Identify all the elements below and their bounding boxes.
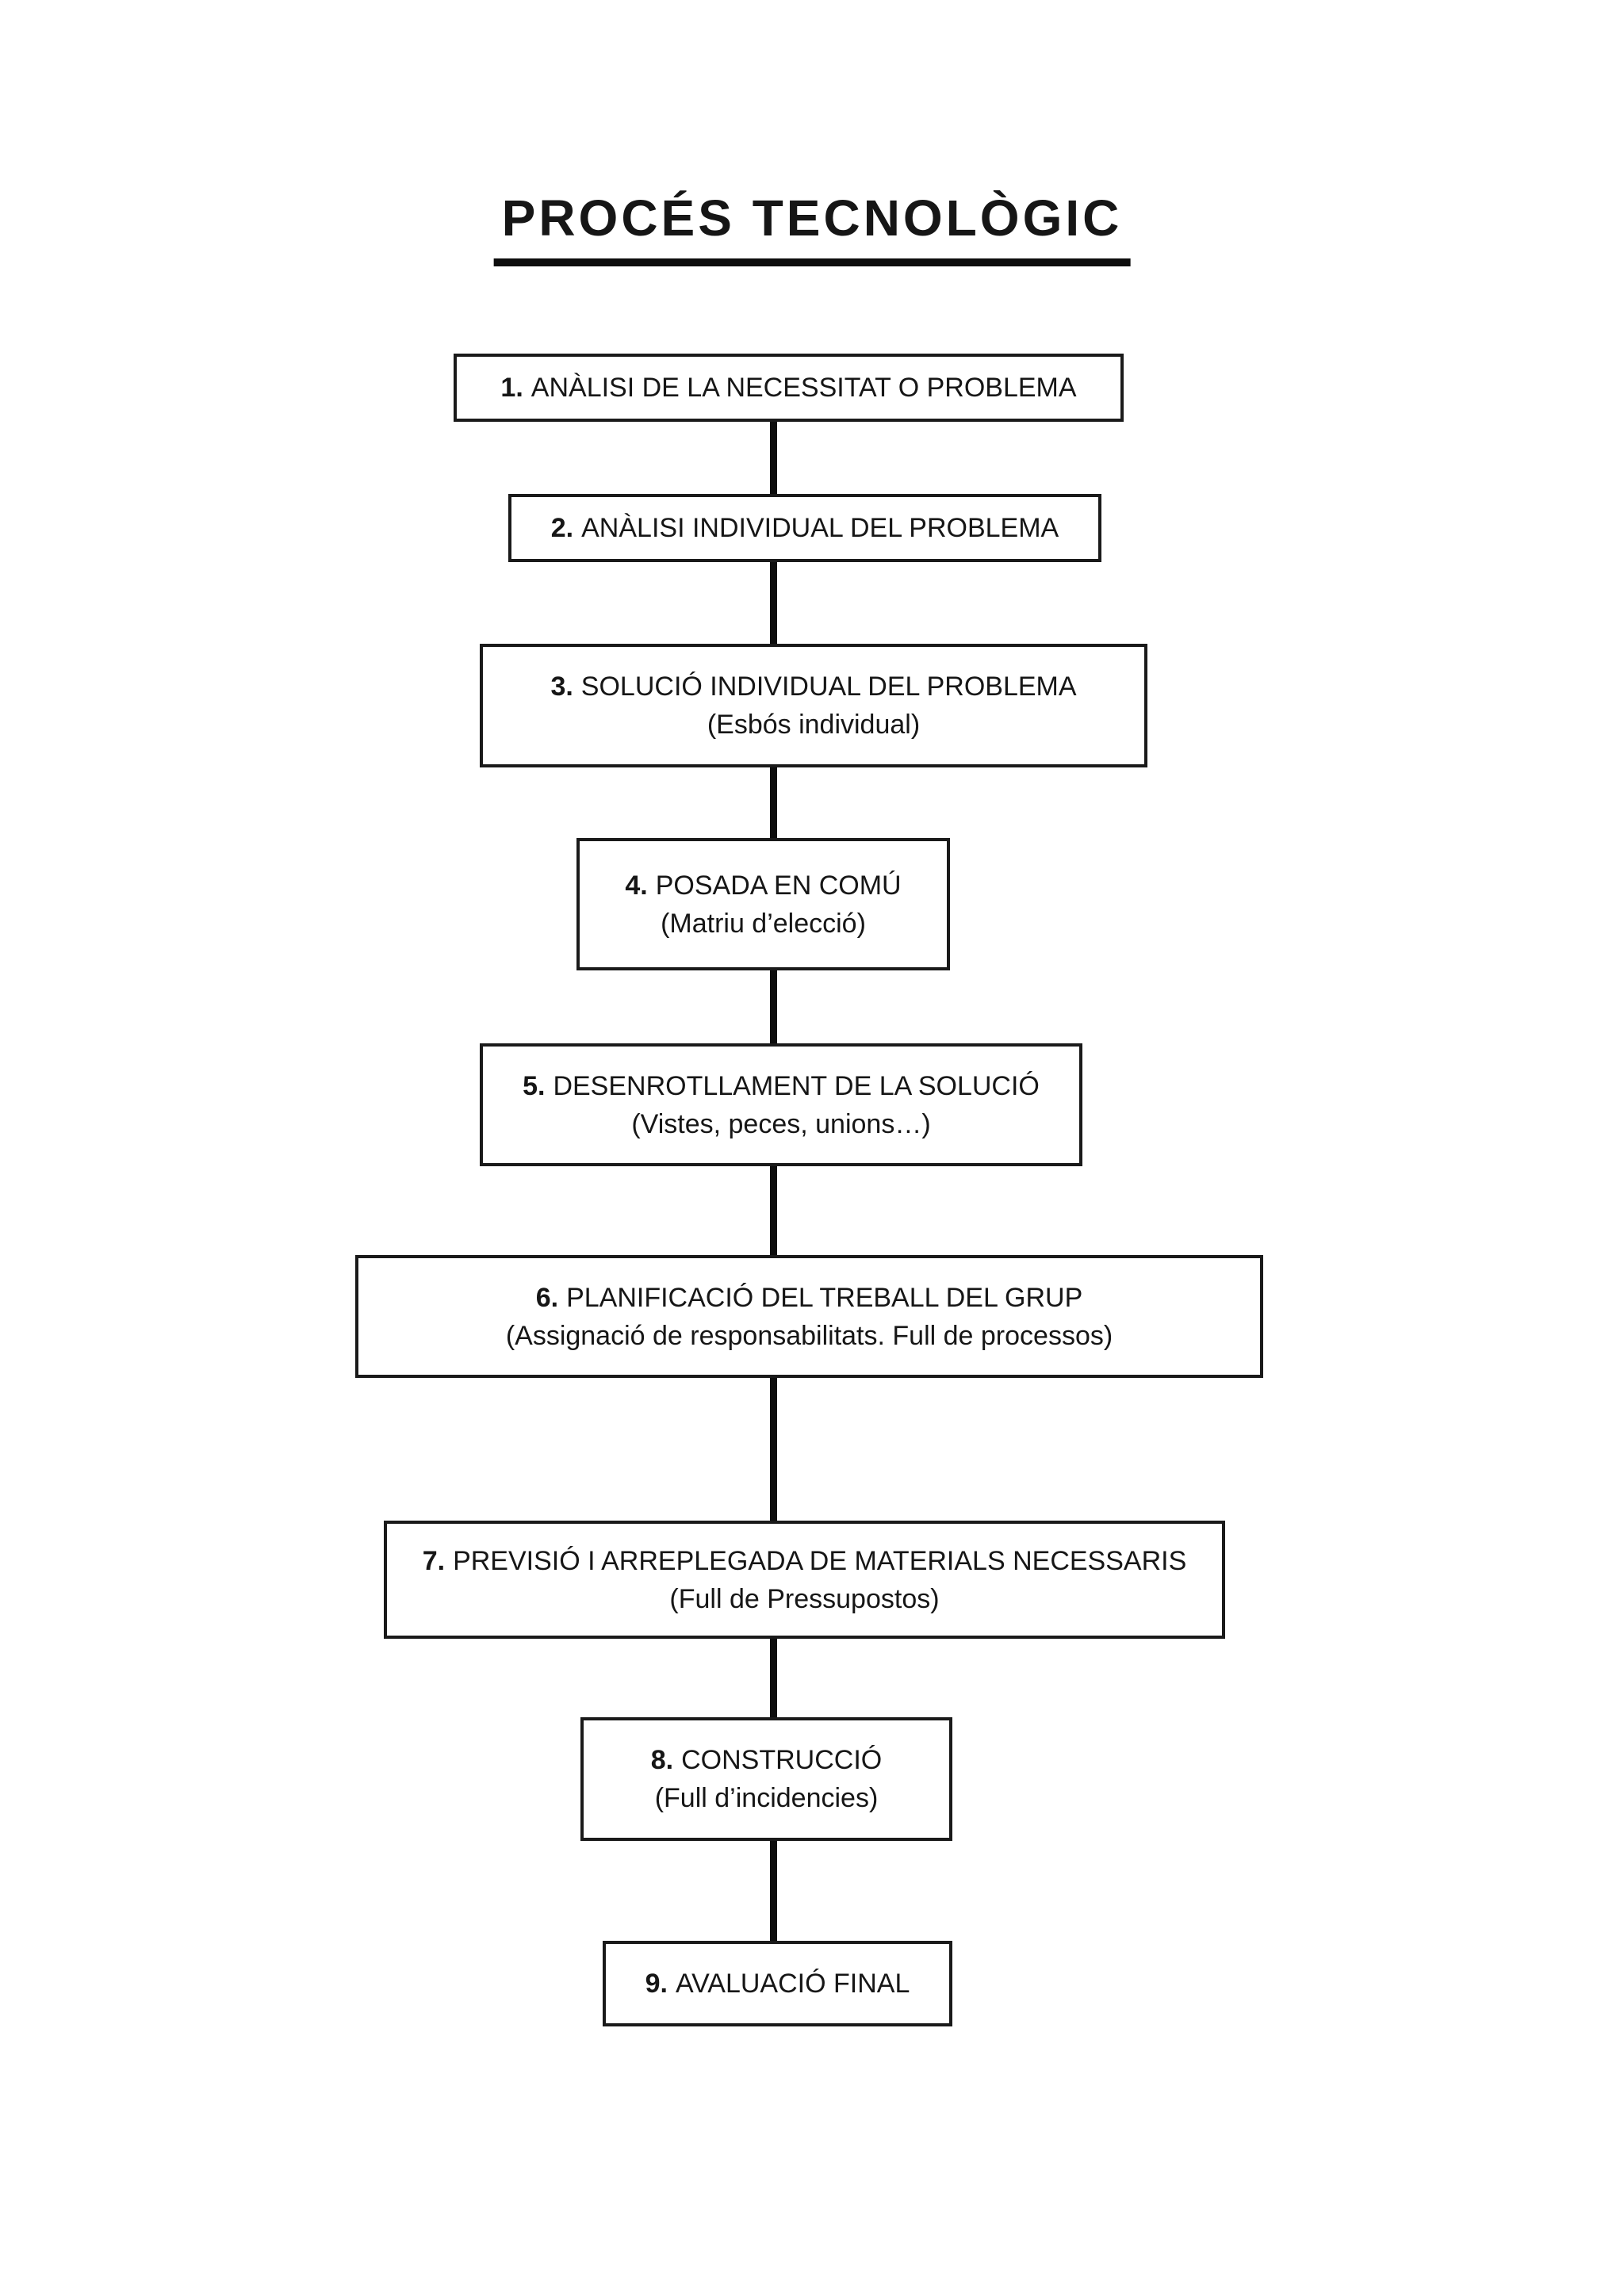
step-subtitle: (Matriu d’elecció) — [661, 908, 866, 939]
step-box-3: 3.SOLUCIÓ INDIVIDUAL DEL PROBLEMA (Esbós… — [480, 644, 1147, 767]
step-box-5: 5.DESENROTLLAMENT DE LA SOLUCIÓ (Vistes,… — [480, 1043, 1082, 1166]
step-subtitle: (Esbós individual) — [707, 710, 921, 740]
step-subtitle: (Full d’incidencies) — [654, 1783, 879, 1813]
connector-line — [770, 967, 777, 1047]
step-title: DESENROTLLAMENT DE LA SOLUCIÓ — [553, 1070, 1040, 1101]
step-label: 6.PLANIFICACIÓ DEL TREBALL DEL GRUP — [536, 1279, 1083, 1317]
step-box-1: 1.ANÀLISI DE LA NECESSITAT O PROBLEMA — [454, 354, 1124, 422]
step-title: POSADA EN COMÚ — [655, 870, 902, 901]
step-number: 9. — [645, 1969, 668, 1999]
connector-line — [770, 1838, 777, 1944]
step-title: ANÀLISI INDIVIDUAL DEL PROBLEMA — [581, 513, 1059, 543]
step-label: 1.ANÀLISI DE LA NECESSITAT O PROBLEMA — [500, 369, 1076, 407]
step-number: 1. — [500, 373, 523, 403]
step-label: 5.DESENROTLLAMENT DE LA SOLUCIÓ — [523, 1067, 1040, 1105]
step-title: AVALUACIÓ FINAL — [675, 1969, 910, 1999]
step-number: 2. — [550, 513, 574, 543]
step-label: 8.CONSTRUCCIÓ — [651, 1741, 882, 1779]
step-number: 7. — [422, 1545, 446, 1576]
connector-line — [770, 559, 777, 647]
step-subtitle: (Full de Pressupostos) — [669, 1583, 940, 1614]
step-box-4: 4.POSADA EN COMÚ (Matriu d’elecció) — [576, 838, 950, 970]
step-label: 9.AVALUACIÓ FINAL — [645, 1965, 910, 2003]
connector-line — [770, 1163, 777, 1258]
step-number: 5. — [523, 1070, 546, 1101]
step-title: CONSTRUCCIÓ — [681, 1745, 883, 1775]
step-title: PREVISIÓ I ARREPLEGADA DE MATERIALS NECE… — [453, 1545, 1187, 1576]
step-number: 4. — [625, 870, 648, 901]
step-box-7: 7.PREVISIÓ I ARREPLEGADA DE MATERIALS NE… — [384, 1521, 1225, 1639]
step-label: 4.POSADA EN COMÚ — [625, 867, 901, 905]
step-box-2: 2.ANÀLISI INDIVIDUAL DEL PROBLEMA — [508, 494, 1101, 562]
step-title: PLANIFICACIÓ DEL TREBALL DEL GRUP — [566, 1282, 1083, 1313]
connector-line — [770, 764, 777, 841]
step-label: 7.PREVISIÓ I ARREPLEGADA DE MATERIALS NE… — [423, 1542, 1187, 1580]
connector-line — [770, 1375, 777, 1524]
step-number: 3. — [550, 672, 573, 702]
step-subtitle: (Assignació de responsabilitats. Full de… — [505, 1320, 1113, 1351]
step-number: 6. — [535, 1282, 559, 1313]
step-number: 8. — [650, 1745, 674, 1775]
step-label: 2.ANÀLISI INDIVIDUAL DEL PROBLEMA — [551, 509, 1059, 547]
step-label: 3.SOLUCIÓ INDIVIDUAL DEL PROBLEMA — [550, 668, 1076, 706]
step-title: SOLUCIÓ INDIVIDUAL DEL PROBLEMA — [580, 672, 1077, 702]
step-box-6: 6.PLANIFICACIÓ DEL TREBALL DEL GRUP (Ass… — [355, 1255, 1263, 1378]
step-title: ANÀLISI DE LA NECESSITAT O PROBLEMA — [530, 373, 1077, 403]
step-box-9: 9.AVALUACIÓ FINAL — [603, 1941, 952, 2026]
step-box-8: 8.CONSTRUCCIÓ (Full d’incidencies) — [580, 1717, 952, 1841]
connector-line — [770, 1636, 777, 1720]
page-title: PROCÉS TECNOLÒGIC — [493, 189, 1131, 266]
step-subtitle: (Vistes, peces, unions…) — [631, 1108, 931, 1139]
connector-line — [770, 419, 777, 497]
